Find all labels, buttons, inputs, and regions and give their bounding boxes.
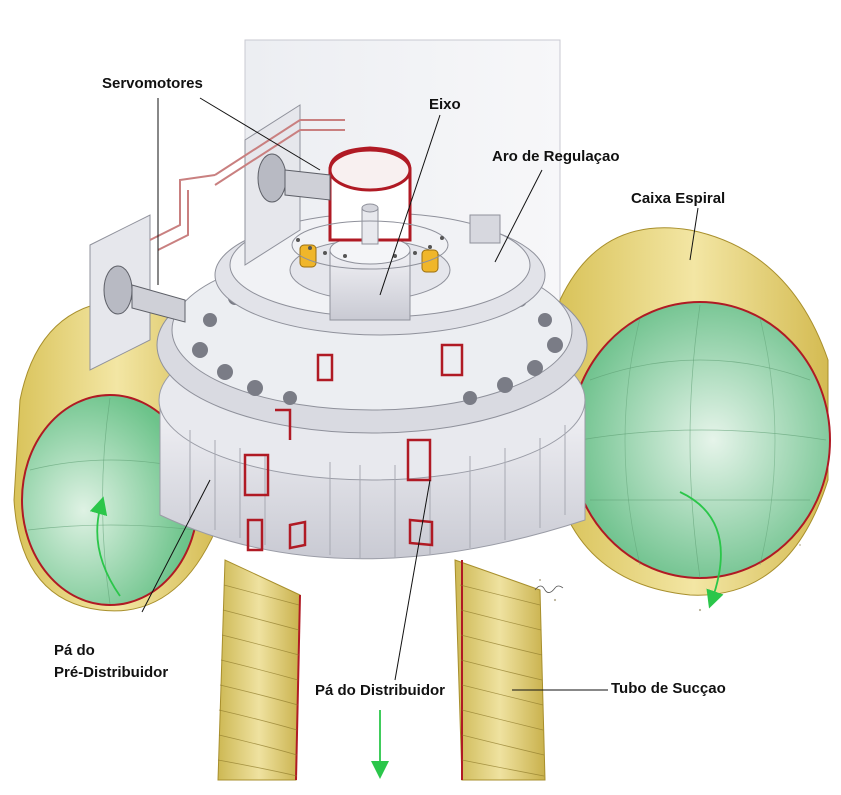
label-caixa-espiral: Caixa Espiral: [631, 190, 725, 208]
spiral-casing-right: [560, 228, 830, 595]
label-pa-do-pre-distribuidor-2: Pré-Distribuidor: [54, 664, 168, 682]
label-aro-de-regulacao: Aro de Regulaçao: [492, 148, 620, 166]
label-eixo: Eixo: [429, 96, 461, 114]
label-pa-do-pre-distribuidor-1: Pá do: [54, 642, 95, 660]
label-servomotores: Servomotores: [102, 75, 203, 93]
label-pa-do-distribuidor: Pá do Distribuidor: [315, 682, 445, 700]
draft-tube: [218, 560, 545, 780]
label-tubo-de-succao: Tubo de Sucçao: [611, 680, 726, 698]
